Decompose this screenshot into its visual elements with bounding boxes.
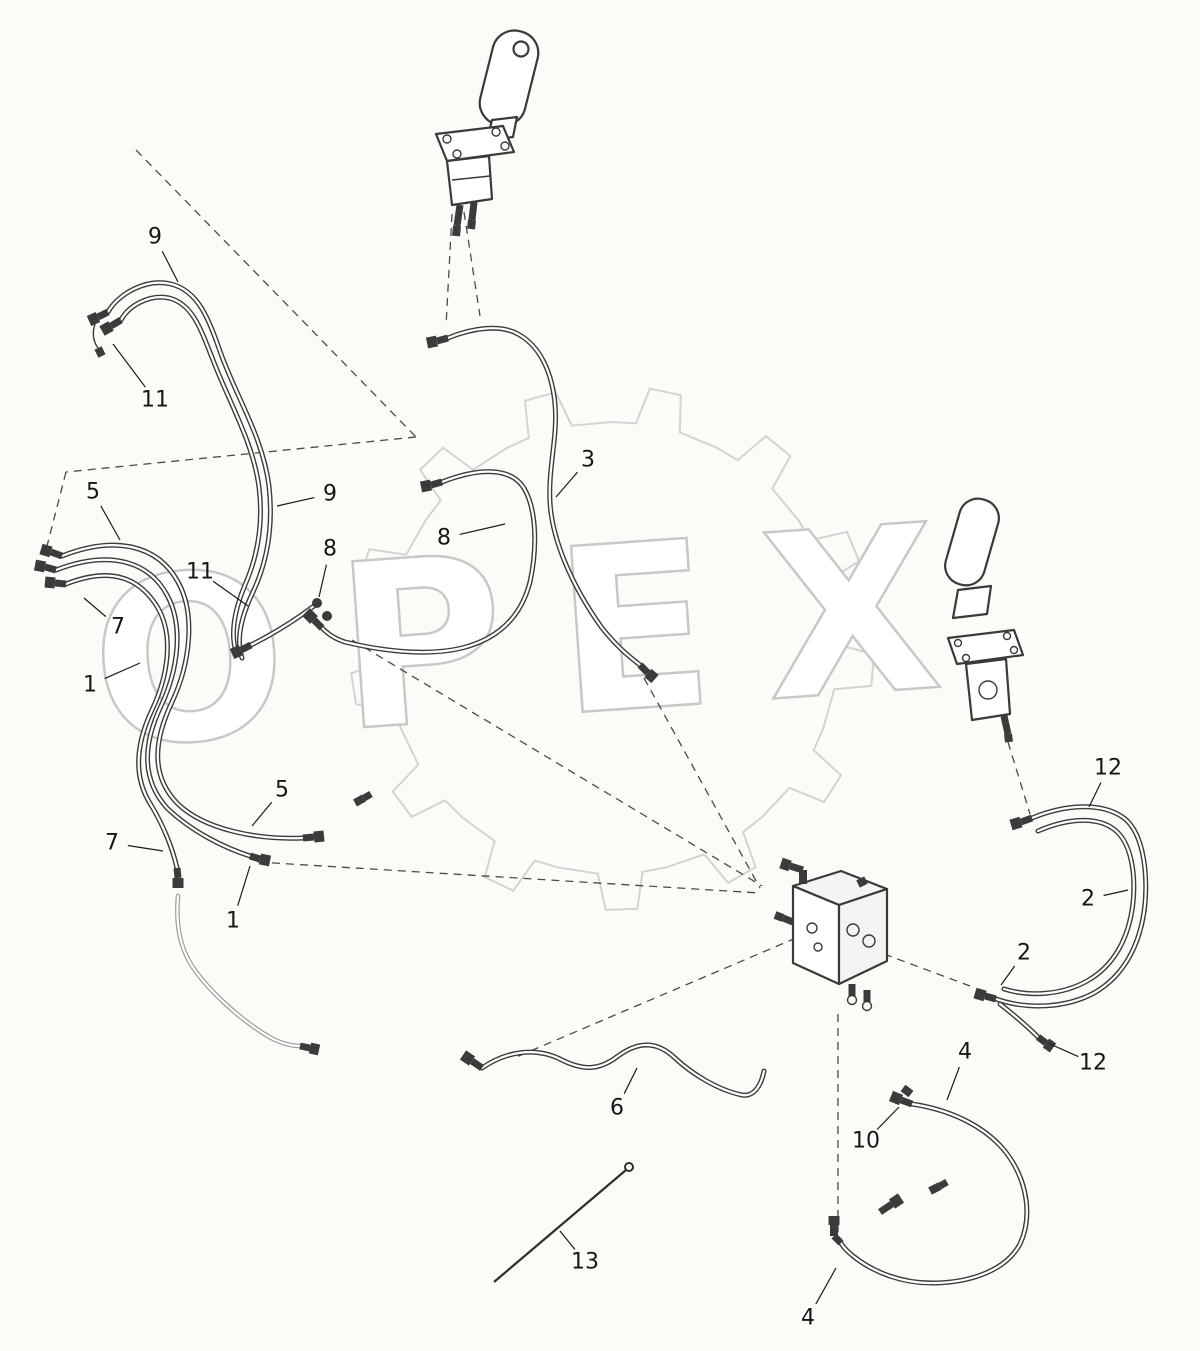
callout-leader-9-0 bbox=[161, 250, 179, 283]
valve-block bbox=[773, 857, 889, 1012]
callout-label-11-1: 11 bbox=[141, 388, 169, 413]
callout-leader-5-2 bbox=[100, 505, 121, 541]
callout-leader-12-18 bbox=[1049, 1043, 1079, 1058]
callout-leader-1-12 bbox=[237, 865, 251, 906]
callout-leader-12-15 bbox=[1088, 782, 1102, 808]
joystick-top bbox=[434, 29, 540, 237]
callout-leader-2-16 bbox=[1103, 889, 1129, 897]
callout-leader-4-21 bbox=[815, 1267, 837, 1305]
callout-leader-7-3 bbox=[83, 597, 107, 618]
callout-leader-6-13 bbox=[623, 1067, 638, 1094]
hose-lines bbox=[53, 280, 1149, 1286]
callout-leader-8-7 bbox=[318, 564, 328, 598]
callout-label-2-17: 2 bbox=[1017, 941, 1031, 966]
callout-label-3-9: 3 bbox=[581, 448, 595, 473]
callout-leader-7-11 bbox=[127, 844, 164, 852]
hose-2-path bbox=[1001, 817, 1137, 997]
callout-leader-5-10 bbox=[251, 801, 273, 827]
callout-leader-9-5 bbox=[276, 496, 315, 507]
callout-layer: 9 11 5 7 1 9 11 8 8 3 5 7 1 6 13 12 2 2 12 4 10 4 bbox=[83, 225, 1129, 1331]
gear-watermark-icon bbox=[350, 387, 875, 911]
callout-leader-11-6 bbox=[212, 580, 249, 607]
callout-leader-10-20 bbox=[876, 1106, 900, 1130]
joystick-top-handle-hole bbox=[512, 40, 530, 58]
callout-label-13-14: 13 bbox=[571, 1250, 599, 1275]
dashed-guides bbox=[45, 149, 1031, 1236]
watermark-layer: OPEX bbox=[82, 387, 1001, 911]
callout-label-7-11: 7 bbox=[105, 831, 119, 856]
joystick-top-mount-plate bbox=[434, 124, 516, 163]
fittings bbox=[33, 308, 1057, 1246]
callout-leader-1-4 bbox=[104, 662, 141, 680]
callout-label-10-20: 10 bbox=[852, 1129, 880, 1154]
callout-label-11-6: 11 bbox=[186, 560, 214, 585]
callout-leader-8-8 bbox=[459, 523, 506, 536]
cable-tie bbox=[493, 1162, 634, 1283]
callout-label-5-2: 5 bbox=[86, 480, 100, 505]
callout-label-5-10: 5 bbox=[275, 778, 289, 803]
callout-label-4-19: 4 bbox=[958, 1040, 972, 1065]
callout-label-8-7: 8 bbox=[323, 537, 337, 562]
callout-label-6-13: 6 bbox=[610, 1096, 624, 1121]
callout-leader-11-1 bbox=[112, 343, 146, 388]
callout-label-7-3: 7 bbox=[111, 615, 125, 640]
callout-label-2-16: 2 bbox=[1081, 887, 1095, 912]
callout-label-8-8: 8 bbox=[437, 526, 451, 551]
callout-leader-3-9 bbox=[555, 471, 578, 498]
callout-label-12-15: 12 bbox=[1094, 756, 1122, 781]
callout-label-9-0: 9 bbox=[148, 225, 162, 250]
callout-label-9-5: 9 bbox=[323, 482, 337, 507]
callout-label-1-12: 1 bbox=[226, 909, 240, 934]
opex-watermark-text: OPEX bbox=[83, 471, 1000, 799]
callout-leader-4-19 bbox=[946, 1066, 960, 1101]
callout-label-4-21: 4 bbox=[801, 1306, 815, 1331]
callout-leader-2-17 bbox=[1000, 965, 1016, 986]
callout-label-12-18: 12 bbox=[1079, 1051, 1107, 1076]
callout-leader-13-14 bbox=[559, 1230, 576, 1250]
callout-label-1-4: 1 bbox=[83, 673, 97, 698]
joystick-right bbox=[944, 497, 1025, 743]
